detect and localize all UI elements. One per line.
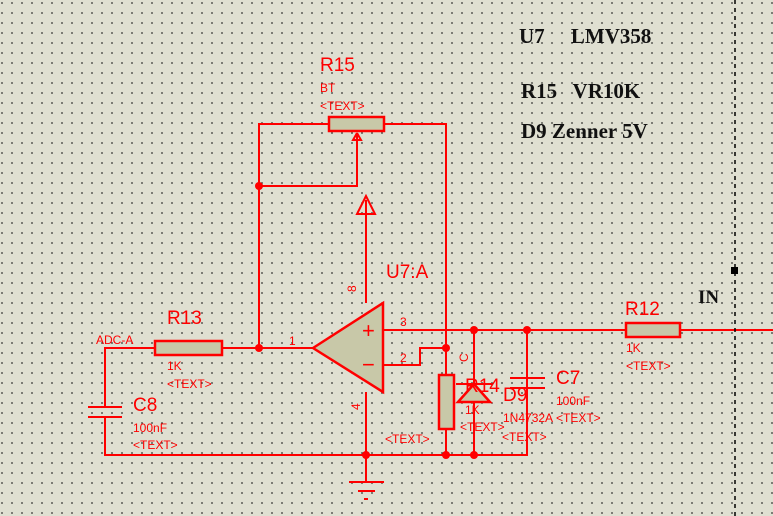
opamp-u7a[interactable] bbox=[310, 300, 385, 395]
pin3: 3 bbox=[400, 315, 407, 329]
note-u7: U7 LMV358 bbox=[519, 24, 652, 48]
r12-text: <TEXT> bbox=[626, 359, 671, 373]
c7-ref: C7 bbox=[556, 368, 580, 389]
r12-value: 1K bbox=[626, 341, 641, 355]
pin4: 4 bbox=[349, 403, 363, 410]
r12-ref: R12 bbox=[625, 299, 660, 320]
d9-value: 1N4732A bbox=[503, 411, 553, 425]
pin2: 2 bbox=[400, 351, 407, 365]
r13-ref: R13 bbox=[167, 308, 202, 329]
r15-value: BT bbox=[320, 81, 336, 95]
zener-d9[interactable] bbox=[455, 382, 493, 404]
minus-sign: − bbox=[362, 352, 375, 377]
pin1: 1 bbox=[289, 334, 296, 348]
r14-ref: R14 bbox=[465, 376, 500, 397]
net-label-in: IN bbox=[698, 287, 720, 308]
c8-text: <TEXT> bbox=[133, 438, 178, 452]
junction-dots bbox=[255, 182, 531, 459]
d9-pin: C bbox=[457, 353, 471, 362]
power-arrow-icon bbox=[355, 193, 377, 215]
wires bbox=[88, 123, 773, 500]
r12-body[interactable] bbox=[624, 321, 682, 339]
r15-text: <TEXT> bbox=[320, 99, 365, 113]
c8-value: 100nF bbox=[133, 421, 167, 435]
c7-value: 100nF bbox=[556, 394, 590, 408]
c7-text: <TEXT> bbox=[556, 411, 601, 425]
r14-value: 1K bbox=[465, 403, 480, 417]
c8-ref: C8 bbox=[133, 395, 157, 416]
plus-sign: + bbox=[362, 318, 375, 343]
u7-ref: U7:A bbox=[386, 262, 429, 283]
note-r15: R15 VR10K bbox=[521, 79, 641, 103]
u7-text: <TEXT> bbox=[385, 432, 430, 446]
r14-body[interactable] bbox=[437, 373, 456, 431]
note-d9: D9 Zenner 5V bbox=[521, 119, 648, 143]
r14-text: <TEXT> bbox=[460, 420, 505, 434]
r15-ref: R15 bbox=[320, 55, 355, 76]
net-adc-a: ADC-A bbox=[96, 333, 133, 347]
r13-body[interactable] bbox=[153, 339, 224, 357]
d9-text: <TEXT> bbox=[502, 430, 547, 444]
border-marker bbox=[731, 267, 738, 274]
d9-ref: D9 bbox=[503, 385, 527, 406]
r13-value: 1K bbox=[167, 359, 182, 373]
pin8: 8 bbox=[345, 285, 359, 292]
r15-body[interactable] bbox=[327, 115, 386, 133]
r13-text: <TEXT> bbox=[167, 377, 212, 391]
